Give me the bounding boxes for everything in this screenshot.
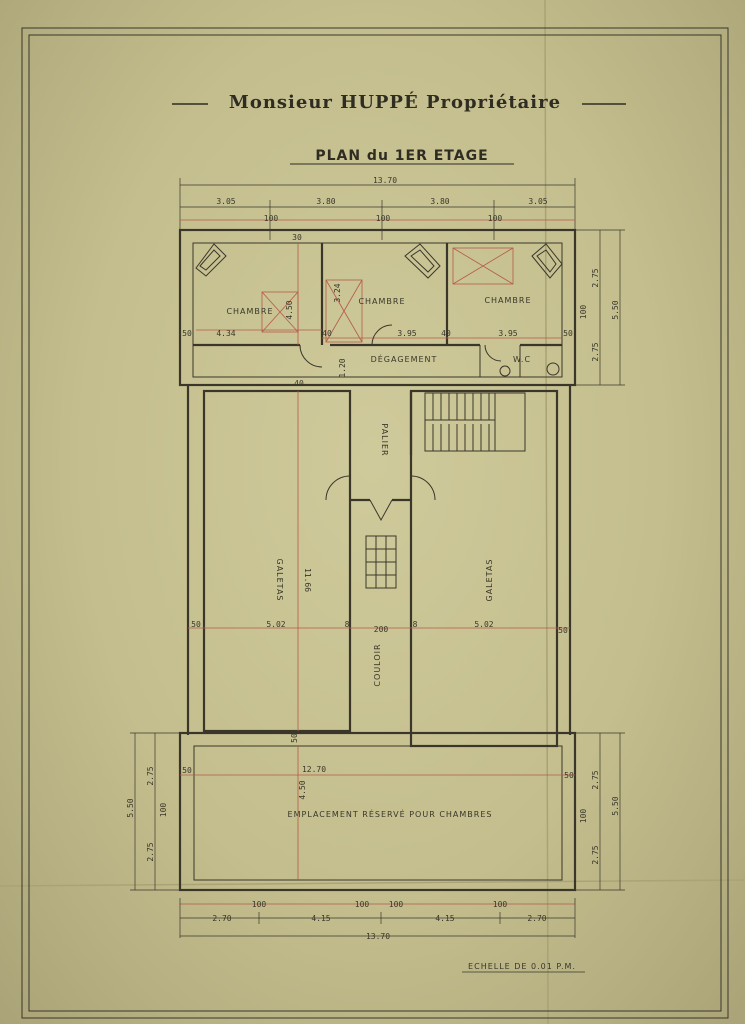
top-dimensions: 13.70 3.05 3.80 3.80 3.05 100 100 100 <box>179 176 576 240</box>
lower-block-walls <box>178 731 577 892</box>
inner-border <box>28 34 722 1012</box>
closet-icon <box>325 279 363 343</box>
svg-text:2.75: 2.75 <box>591 770 600 789</box>
svg-text:100: 100 <box>264 214 279 223</box>
svg-text:1.20: 1.20 <box>338 358 347 377</box>
svg-text:100: 100 <box>376 214 391 223</box>
room-label-chambre-1: CHAMBRE <box>226 307 273 316</box>
svg-text:3.05: 3.05 <box>216 197 235 206</box>
svg-text:100: 100 <box>355 900 370 909</box>
svg-text:100: 100 <box>493 900 508 909</box>
svg-text:100: 100 <box>488 214 503 223</box>
door-swing <box>410 475 436 501</box>
svg-text:50: 50 <box>191 620 201 629</box>
svg-text:4.34: 4.34 <box>216 329 235 338</box>
left-dimensions-lower: 5.50 2.75 100 2.75 <box>126 732 180 891</box>
svg-text:3.24: 3.24 <box>333 283 342 302</box>
staircase <box>424 392 526 452</box>
svg-text:13.70: 13.70 <box>366 932 390 941</box>
svg-text:12.70: 12.70 <box>302 765 326 774</box>
middle-block-walls <box>186 385 572 748</box>
svg-text:4.15: 4.15 <box>435 914 454 923</box>
svg-text:2.75: 2.75 <box>591 342 600 361</box>
svg-text:2.75: 2.75 <box>146 766 155 785</box>
svg-text:8: 8 <box>413 620 418 629</box>
svg-text:4.15: 4.15 <box>311 914 330 923</box>
svg-text:5.02: 5.02 <box>474 620 493 629</box>
fold-line <box>544 0 549 1024</box>
scale-note: ECHELLE DE 0.01 P.M. <box>468 962 576 971</box>
sink-icon <box>546 362 560 376</box>
room-label-chambre-3: CHAMBRE <box>484 296 531 305</box>
svg-text:2.70: 2.70 <box>527 914 546 923</box>
svg-text:40: 40 <box>441 329 451 338</box>
closet-icon <box>261 291 299 333</box>
svg-text:100: 100 <box>389 900 404 909</box>
skylight-grid <box>365 535 397 589</box>
room-label-couloir: COULOIR <box>373 643 382 686</box>
door-swing <box>484 344 502 362</box>
door-swing <box>325 475 351 501</box>
closet-icon <box>452 247 514 285</box>
svg-text:5.02: 5.02 <box>266 620 285 629</box>
outer-border <box>21 27 729 1019</box>
svg-text:5.50: 5.50 <box>611 796 620 815</box>
svg-text:4.50: 4.50 <box>285 300 294 319</box>
svg-text:50: 50 <box>182 329 192 338</box>
right-dimensions-upper: 2.75 5.50 2.75 100 <box>575 229 625 386</box>
svg-text:50: 50 <box>558 626 568 635</box>
svg-text:100: 100 <box>579 809 588 824</box>
door-swing <box>299 344 323 368</box>
fireplace-icon <box>404 243 441 279</box>
fireplace-icon <box>531 243 563 279</box>
svg-text:3.95: 3.95 <box>397 329 416 338</box>
room-label-degagement: DÉGAGEMENT <box>371 353 438 364</box>
svg-text:8: 8 <box>345 620 350 629</box>
drawing-title: Monsieur HUPPÉ Propriétaire <box>229 90 561 113</box>
dim-total-top: 13.70 <box>373 176 397 185</box>
svg-text:3.05: 3.05 <box>528 197 547 206</box>
svg-text:50: 50 <box>563 329 573 338</box>
room-label-emplacement: EMPLACEMENT RÉSERVÉ POUR CHAMBRES <box>288 808 493 819</box>
svg-text:200: 200 <box>374 625 389 634</box>
drawing-subtitle: PLAN du 1ER ETAGE <box>315 148 488 164</box>
svg-text:40: 40 <box>322 329 332 338</box>
svg-text:50: 50 <box>290 733 299 743</box>
svg-text:2.75: 2.75 <box>591 845 600 864</box>
svg-text:4.50: 4.50 <box>298 780 307 799</box>
bottom-dimensions: 100 100 100 100 2.70 4.15 4.15 2.70 13.7… <box>179 898 576 941</box>
svg-text:3.80: 3.80 <box>316 197 335 206</box>
svg-text:3.95: 3.95 <box>498 329 517 338</box>
svg-text:100: 100 <box>252 900 267 909</box>
svg-text:40: 40 <box>294 379 304 388</box>
fireplace-icon <box>195 243 227 277</box>
room-label-galetas-left: GALETAS <box>275 559 284 602</box>
room-label-chambre-2: CHAMBRE <box>358 297 405 306</box>
svg-text:50: 50 <box>182 766 192 775</box>
svg-text:2.75: 2.75 <box>146 842 155 861</box>
svg-text:11.66: 11.66 <box>303 568 312 592</box>
svg-text:5.50: 5.50 <box>611 300 620 319</box>
door-swing <box>369 499 393 522</box>
svg-text:3.80: 3.80 <box>430 197 449 206</box>
svg-text:2.70: 2.70 <box>212 914 231 923</box>
svg-text:2.75: 2.75 <box>591 268 600 287</box>
svg-text:100: 100 <box>579 305 588 320</box>
svg-text:30: 30 <box>292 233 302 242</box>
fold-line <box>0 879 745 887</box>
room-label-palier: PALIER <box>380 423 389 456</box>
door-swing <box>371 324 393 346</box>
room-label-galetas-right: GALETAS <box>485 559 494 602</box>
upper-block-walls <box>178 228 577 387</box>
room-label-wc: W.C <box>513 355 531 364</box>
svg-text:5.50: 5.50 <box>126 798 135 817</box>
svg-text:50: 50 <box>564 771 574 780</box>
svg-text:100: 100 <box>159 803 168 818</box>
right-dimensions-lower: 2.75 100 5.50 2.75 <box>575 732 625 891</box>
toilet-icon <box>499 365 511 377</box>
